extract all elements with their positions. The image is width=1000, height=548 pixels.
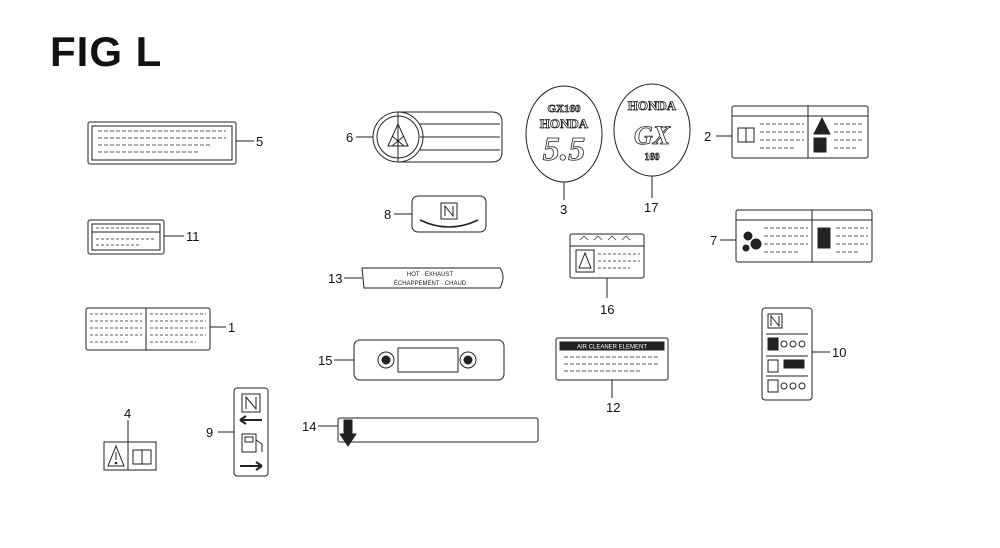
decal-17-model-text: GX: [634, 121, 671, 150]
neutral-n-icon: [241, 393, 261, 413]
callout-7: 7: [710, 233, 717, 248]
callout-13: 13: [328, 271, 342, 286]
warning-triangle-icon: [387, 122, 409, 147]
callout-10: 10: [832, 345, 846, 360]
decal-3-top-text: GX160: [548, 103, 582, 115]
callout-8: 8: [384, 207, 391, 222]
label-part-13: [344, 267, 504, 289]
decal-3-power-text: 5.5: [543, 131, 586, 168]
decal-17-size-text: 160: [645, 152, 660, 163]
decal-part-17: [613, 83, 691, 198]
callout-6: 6: [346, 130, 353, 145]
callout-9: 9: [206, 425, 213, 440]
callout-17: 17: [644, 200, 658, 215]
decal-17-brand-text: HONDA: [628, 98, 677, 113]
callout-5: 5: [256, 134, 263, 149]
label-part-14: [318, 417, 539, 447]
label-part-1: [85, 307, 226, 351]
label-part-16: [569, 233, 645, 298]
label-13-line1: HOT · EXHAUST: [407, 272, 454, 278]
label-part-12: [555, 337, 669, 398]
label-part-6: [356, 111, 503, 163]
figure-title: FIG L: [50, 28, 163, 75]
warning-triangle-icon: [107, 444, 125, 467]
decal-part-3: [525, 85, 603, 200]
callout-2: 2: [704, 129, 711, 144]
fuel-can-icon: [241, 433, 263, 453]
label-part-7: [720, 209, 873, 263]
callout-15: 15: [318, 353, 332, 368]
manual-book-icon: [737, 127, 755, 143]
label-part-8: [394, 195, 487, 233]
decal-3-brand-text: HONDA: [540, 116, 589, 131]
label-12-header: AIR CLEANER ELEMENT: [577, 345, 647, 351]
callout-14: 14: [302, 419, 316, 434]
callout-3: 3: [560, 202, 567, 217]
label-part-9: [218, 387, 269, 477]
callout-1: 1: [228, 320, 235, 335]
label-13-line2: ÉCHAPPEMENT · CHAUD: [394, 280, 467, 287]
label-part-15: [334, 339, 505, 381]
label-part-2: [716, 105, 869, 159]
label-part-11: [87, 219, 184, 255]
callout-12: 12: [606, 400, 620, 415]
arrow-down-icon: [339, 419, 357, 447]
warning-triangle-icon: [813, 116, 831, 153]
manual-book-icon: [132, 449, 152, 465]
callout-4: 4: [124, 406, 131, 421]
label-part-5: [87, 121, 254, 165]
label-part-4: [103, 420, 157, 471]
callout-11: 11: [186, 229, 200, 244]
callout-16: 16: [600, 302, 614, 317]
label-part-10: [761, 307, 830, 401]
